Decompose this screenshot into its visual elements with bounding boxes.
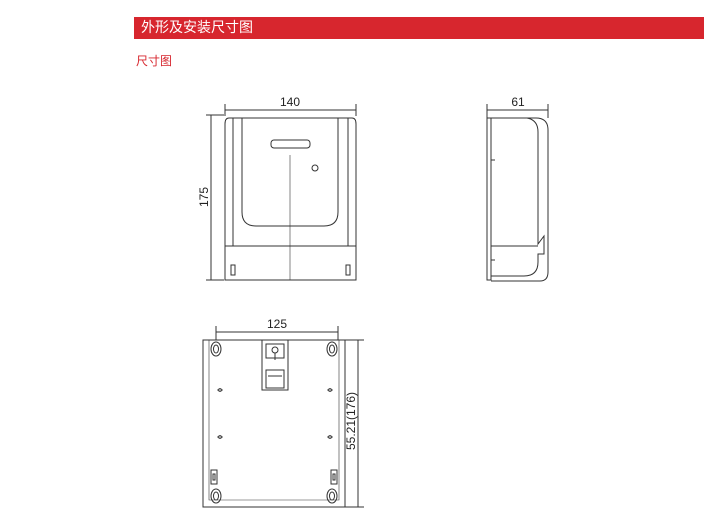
back-height-label: 55.21(176) [344,392,358,450]
front-body-outline [224,117,357,281]
back-corner-holes [210,341,338,504]
front-height-label: 175 [197,187,211,207]
back-locator-marks [217,388,333,439]
back-inner-step [208,340,340,501]
side-inner-contour [491,117,545,277]
front-clip-left [230,264,236,276]
back-hanging-bracket [261,339,289,391]
section-title-banner: 外形及安装尺寸图 [134,17,704,39]
side-back-plate [486,117,492,281]
side-body-outline [491,117,549,282]
side-view: 61 [486,95,549,282]
back-bottom-clips [210,469,338,485]
back-view: 125 55.21(176) [202,317,364,508]
front-screw [311,164,319,172]
back-width-label: 125 [267,317,287,331]
back-plate-outline [202,339,346,508]
side-depth-label: 61 [511,95,525,109]
front-width-label: 140 [280,95,300,109]
section-title: 外形及安装尺寸图 [141,20,253,36]
front-clip-right [345,264,351,276]
front-view: 140 175 [197,95,357,281]
subtitle-label: 尺寸图 [136,54,173,68]
front-label-slot [270,139,311,149]
